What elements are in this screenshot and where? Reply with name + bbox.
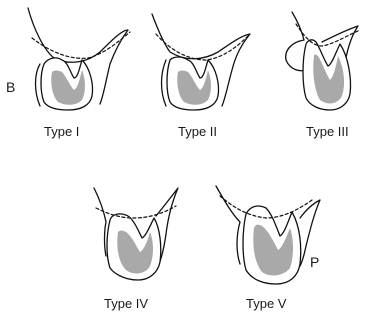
- type-1-alveolar-left: [36, 64, 41, 106]
- type-3-illustration: [286, 12, 360, 110]
- type-5-illustration: [216, 186, 320, 284]
- type-4-bone-outline: [94, 188, 106, 256]
- type-4-label: Type IV: [104, 296, 148, 311]
- type-4-illustration: [94, 188, 178, 280]
- type-2-gingiva-line: [156, 34, 248, 60]
- buccal-side-label: B: [6, 79, 15, 95]
- type-5-label: Type V: [246, 296, 286, 311]
- type-2-label: Type II: [178, 124, 217, 139]
- type-1-gingiva-line: [32, 32, 130, 58]
- type-5-bone-outline: [216, 186, 240, 264]
- type-4-gingiva-line: [96, 206, 176, 218]
- type-2-illustration: [152, 14, 250, 110]
- type-1-label: Type I: [44, 124, 79, 139]
- type-2-alveolar-left: [162, 60, 167, 106]
- palatal-side-label: P: [310, 254, 319, 270]
- type-1-illustration: [28, 8, 130, 110]
- type-3-label: Type III: [306, 124, 349, 139]
